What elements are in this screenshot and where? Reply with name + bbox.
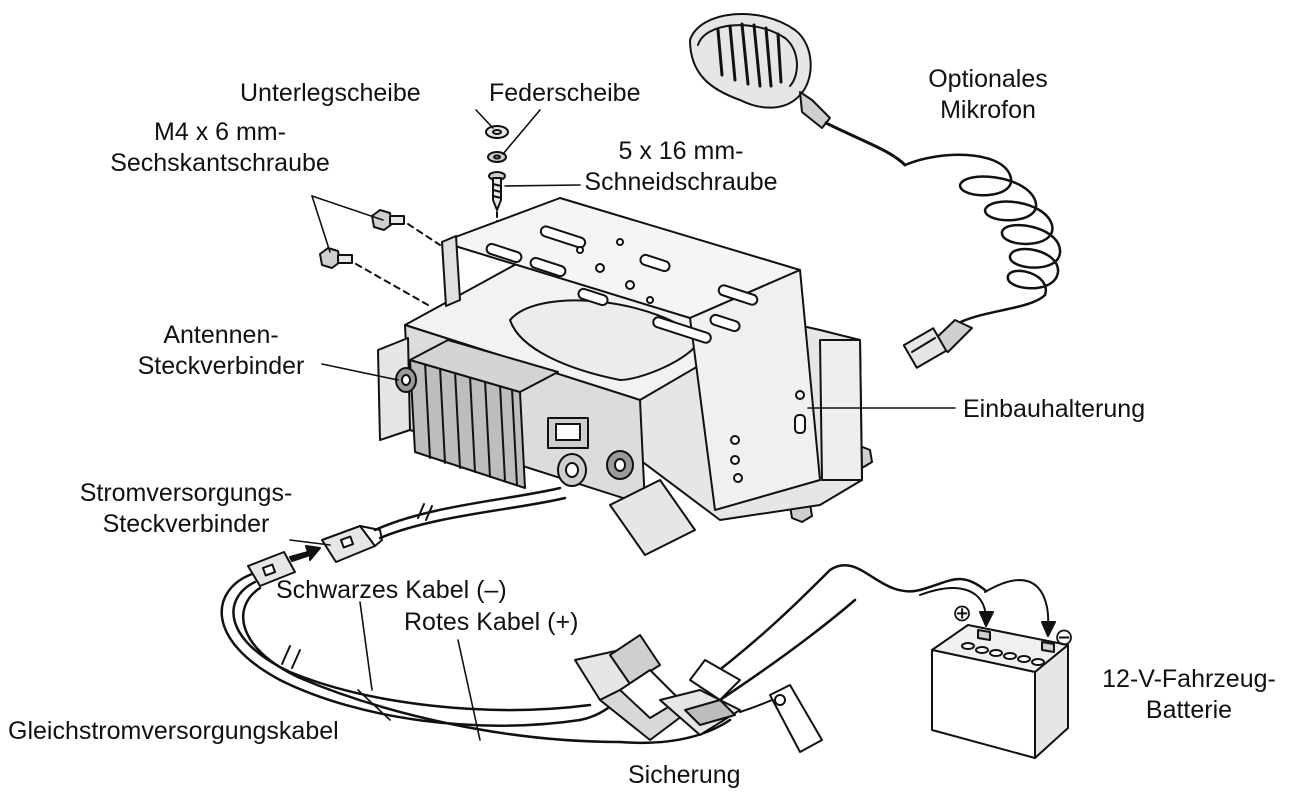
power-cable [373, 486, 567, 540]
label-red-cable: Rotes Kabel (+) [404, 608, 579, 636]
vehicle-battery-icon [919, 579, 1069, 759]
battery-minus-symbol: ⊖ [1054, 624, 1075, 651]
antenna-connector-icon [395, 367, 417, 393]
label-line: 5 x 16 mm- [618, 137, 744, 165]
label-line: Sechskantschraube [110, 149, 330, 177]
label-power-connector: Stromversorgungs- Steckverbinder [55, 478, 317, 540]
washer-icon [485, 125, 509, 139]
label-mounting-bracket: Einbauhalterung [963, 395, 1146, 423]
label-antenna-connector: Antennen- Steckverbinder [112, 320, 330, 382]
heatsink [409, 339, 559, 489]
label-line: Mikrofon [940, 96, 1036, 124]
label-optional-microphone: Optionales Mikrofon [893, 64, 1083, 126]
battery-plus-symbol: ⊕ [952, 600, 973, 627]
dc-cable-connector-icon [247, 551, 296, 587]
label-battery: 12-V-Fahrzeug- Batterie [1080, 664, 1298, 726]
label-tapping-screw: 5 x 16 mm- Schneidschraube [566, 136, 796, 198]
microphone-coiled-cord [903, 153, 1062, 327]
mounting-bracket-icon [441, 197, 821, 556]
microphone-plug-icon [902, 319, 973, 369]
label-line: Steckverbinder [137, 352, 305, 380]
label-dc-cable: Gleichstromversorgungskabel [8, 717, 339, 745]
label-hex-screw: M4 x 6 mm- Sechskantschraube [80, 117, 360, 179]
label-line: Steckverbinder [102, 510, 270, 538]
leader-lines [289, 109, 956, 741]
spring-washer-icon [487, 151, 507, 163]
connect-arrow-icon [289, 545, 321, 562]
label-spring-washer: Federscheibe [489, 79, 641, 107]
fuse-holder-icon [574, 634, 823, 753]
label-washer: Unterlegscheibe [240, 79, 421, 107]
label-line: Optionales [928, 65, 1048, 93]
label-black-cable: Schwarzes Kabel (–) [276, 576, 507, 604]
label-line: Batterie [1145, 696, 1233, 724]
label-line: M4 x 6 mm- [154, 118, 286, 146]
label-fuse: Sicherung [628, 761, 741, 789]
power-connector-icon [321, 525, 383, 563]
label-line: Antennen- [163, 321, 279, 349]
label-line: Schneidschraube [584, 168, 778, 196]
label-line: Stromversorgungs- [79, 479, 293, 507]
microphone-icon [689, 13, 907, 167]
hex-screw-icon [371, 209, 441, 246]
hex-screw-icon [319, 247, 429, 306]
dc-power-cable [220, 563, 987, 745]
label-line: 12-V-Fahrzeug- [1102, 665, 1276, 693]
